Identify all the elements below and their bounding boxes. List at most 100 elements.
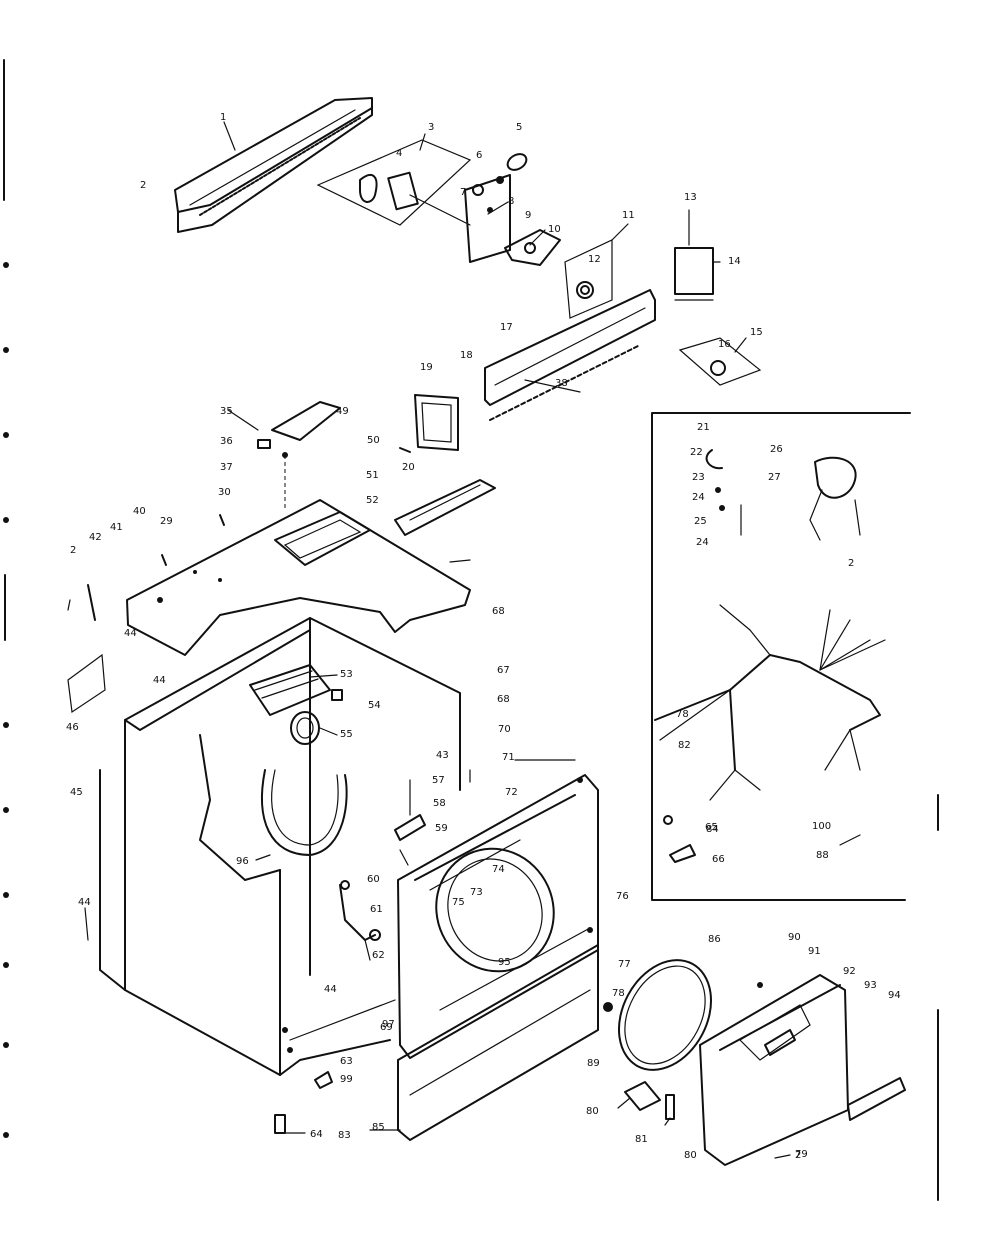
callout: 55: [340, 729, 353, 740]
callout: 69: [380, 1022, 393, 1033]
switch-assembly: [464, 153, 561, 266]
callout: 62: [372, 950, 385, 961]
callout: 20: [402, 462, 415, 473]
callout: 90: [788, 932, 801, 943]
page-edge-marks: [3, 59, 939, 1201]
hinge-parts: [603, 1002, 675, 1120]
callout: 14: [728, 256, 741, 267]
callout: 38: [555, 378, 568, 389]
callout: 93: [864, 980, 877, 991]
callout: 49: [336, 406, 349, 417]
callout-labels: 1 2 3 4 5 6 7 8 9 10 11 12 13 14 15 16 1…: [66, 112, 901, 1161]
callout: 40: [133, 506, 146, 517]
callout: 44: [153, 675, 166, 686]
callout: 46: [66, 722, 79, 733]
callout: 76: [616, 891, 629, 902]
motor-mount: [249, 664, 343, 745]
callout: 70: [498, 724, 511, 735]
callout: 13: [684, 192, 697, 203]
callout: 1: [220, 112, 226, 123]
callout: 65: [705, 822, 718, 833]
callout: 64: [310, 1129, 323, 1140]
callout: 99: [340, 1074, 353, 1085]
callout: 3: [428, 122, 434, 133]
callout: 79: [795, 1149, 808, 1160]
door: [699, 974, 849, 1166]
callout: 91: [808, 946, 821, 957]
callout: 44: [324, 984, 337, 995]
side-brackets: [67, 584, 106, 941]
callout: 83: [338, 1130, 351, 1141]
callout: 44: [124, 628, 137, 639]
callout: 12: [588, 254, 601, 265]
callout: 7: [460, 187, 466, 198]
callout: 74: [492, 864, 505, 875]
callout: 25: [694, 516, 707, 527]
small-frame: [399, 394, 459, 453]
callout: 41: [110, 522, 123, 533]
callout: 53: [340, 669, 353, 680]
callout: 94: [888, 990, 901, 1001]
callout: 29: [160, 516, 173, 527]
hose: [261, 769, 348, 856]
callout: 2: [70, 545, 76, 556]
callout: 82: [678, 740, 691, 751]
callout: 58: [433, 798, 446, 809]
callout: 60: [367, 874, 380, 885]
handle-strip: [847, 1077, 906, 1121]
callout: 6: [476, 150, 482, 161]
callout: 63: [340, 1056, 353, 1067]
callout: 80: [586, 1106, 599, 1117]
callout: 35: [220, 406, 233, 417]
callout: 45: [70, 787, 83, 798]
callout: 4: [396, 148, 402, 159]
callout: 68: [492, 606, 505, 617]
door-seal: [617, 959, 713, 1071]
callout: 89: [587, 1058, 600, 1069]
wiring-inset: [651, 412, 911, 901]
callout: 5: [516, 122, 522, 133]
callout: 11: [622, 210, 635, 221]
callout: 2: [795, 1150, 801, 1161]
callout: 27: [768, 472, 781, 483]
callout: 18: [460, 350, 473, 361]
callout: 19: [420, 362, 433, 373]
callout: 51: [366, 470, 379, 481]
console-panel: [174, 97, 373, 233]
callout: 2: [140, 180, 146, 191]
callout: 42: [89, 532, 102, 543]
callout: 97: [382, 1019, 395, 1030]
callout: 30: [218, 487, 231, 498]
callout: 52: [366, 495, 379, 506]
callout: 9: [525, 210, 531, 221]
callout: 77: [618, 959, 631, 970]
leader-lines: [223, 121, 791, 1159]
kick-plate: [397, 944, 599, 1141]
timer-assembly: [564, 209, 762, 386]
callout: 84: [706, 824, 719, 835]
callout: 36: [220, 436, 233, 447]
callout: 22: [690, 447, 703, 458]
control-board: [316, 139, 472, 226]
top-cover: [126, 499, 471, 656]
callout: 92: [843, 966, 856, 977]
fasteners: [161, 514, 333, 1134]
callout: 26: [770, 444, 783, 455]
lid: [227, 401, 341, 510]
callout: 95: [498, 957, 511, 968]
bracket: [394, 479, 496, 536]
callout: 68: [497, 694, 510, 705]
callout: 78: [676, 709, 689, 720]
latch: [394, 779, 426, 866]
callout: 57: [432, 775, 445, 786]
callout: 78: [612, 988, 625, 999]
callout: 17: [500, 322, 513, 333]
callout: 21: [697, 422, 710, 433]
callout: 59: [435, 823, 448, 834]
callout: 81: [635, 1134, 648, 1145]
callout: 73: [470, 887, 483, 898]
callout: 61: [370, 904, 383, 915]
callout: 23: [692, 472, 705, 483]
callout: 100: [812, 821, 831, 832]
